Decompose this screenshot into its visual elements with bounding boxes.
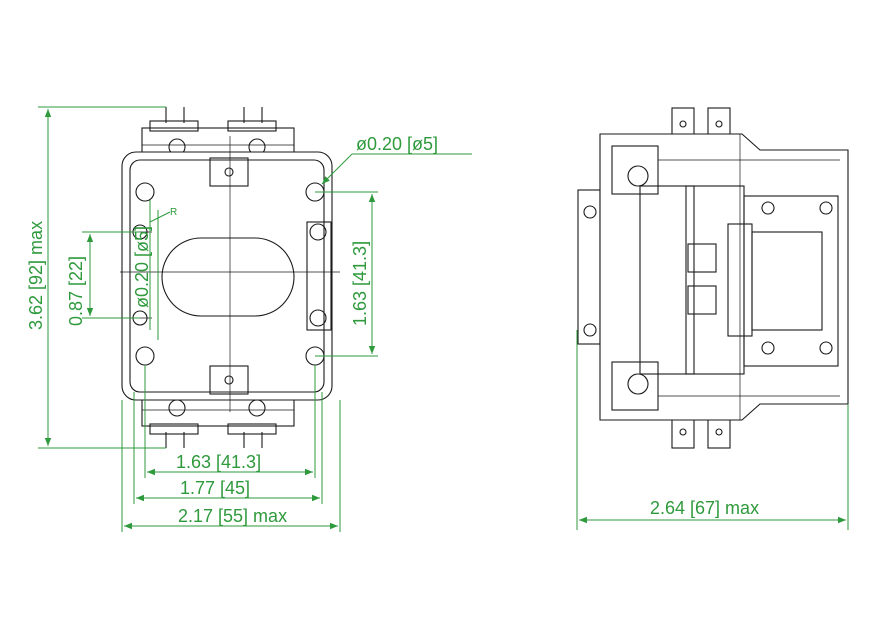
base-width-label: 1.77 [45] bbox=[180, 478, 250, 498]
mounting-hole bbox=[135, 182, 155, 202]
coil-window bbox=[161, 237, 295, 317]
front-view bbox=[120, 107, 340, 448]
radius-label: R bbox=[170, 207, 177, 218]
side-view bbox=[577, 107, 849, 449]
front-body bbox=[121, 151, 333, 401]
slot-width-label: ø0.20 [ø5] bbox=[132, 226, 152, 308]
overall-depth-label: 2.64 [67] max bbox=[650, 498, 759, 518]
slot-pitch-label: 0.87 [22] bbox=[66, 256, 86, 326]
horizontal-hole-spacing-label: 1.63 [41.3] bbox=[176, 452, 261, 472]
vertical-hole-spacing-label: 1.63 [41.3] bbox=[350, 241, 370, 326]
front-dimensions bbox=[38, 106, 472, 532]
overall-width-label: 2.17 [55] max bbox=[178, 506, 287, 526]
overall-height-label: 3.62 [92] max bbox=[26, 221, 46, 330]
hole-diameter-label: ø0.20 [ø5] bbox=[356, 134, 438, 154]
side-dimensions bbox=[576, 330, 849, 530]
